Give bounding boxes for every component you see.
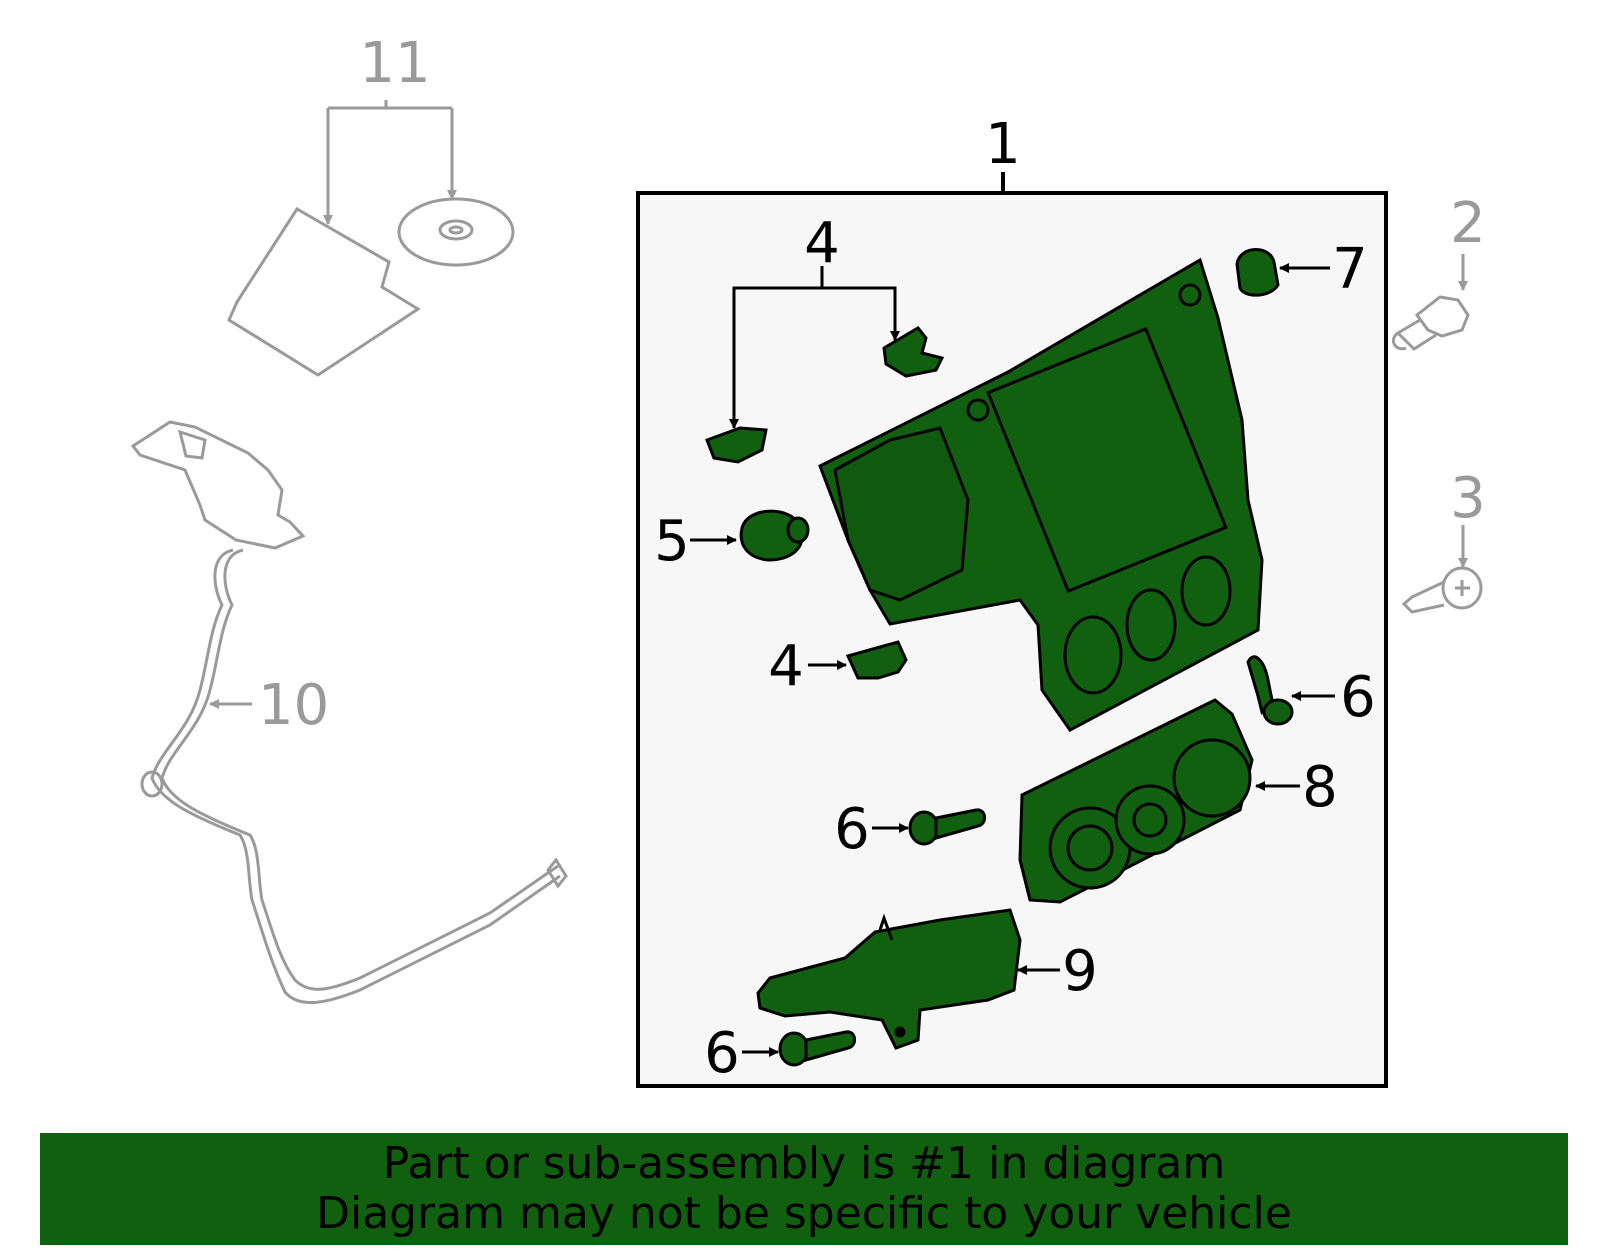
screw-6-right xyxy=(1246,655,1294,726)
callout-9: 9 xyxy=(1062,939,1098,1004)
bracket-9 xyxy=(756,908,1022,1050)
callout-7: 7 xyxy=(1332,237,1368,302)
callout-3: 3 xyxy=(1450,466,1486,531)
radio-bezel-assembly xyxy=(818,257,1264,732)
callout-4-lower: 4 xyxy=(768,634,804,699)
part-11-group xyxy=(227,100,515,377)
callout-10: 10 xyxy=(258,673,329,738)
screw-6-bottom xyxy=(778,1030,856,1067)
callout-1: 1 xyxy=(985,112,1021,177)
bolt-2 xyxy=(1392,295,1470,351)
callout-6-right: 6 xyxy=(1340,665,1376,730)
climate-control-8 xyxy=(1018,698,1254,904)
clip-4-lower xyxy=(845,640,908,680)
callout-8: 8 xyxy=(1302,755,1338,820)
callout-6-middle: 6 xyxy=(834,797,870,862)
screw-3 xyxy=(1401,566,1483,614)
banner-line-2: Diagram may not be specific to your vehi… xyxy=(316,1188,1292,1239)
info-banner: Part or sub-assembly is #1 in diagram Di… xyxy=(40,1133,1568,1245)
knob-5 xyxy=(739,509,810,562)
banner-line-1: Part or sub-assembly is #1 in diagram xyxy=(382,1138,1226,1189)
owners-manual-shape xyxy=(227,206,421,377)
callout-6-bottom: 6 xyxy=(704,1021,740,1086)
cap-7 xyxy=(1235,248,1280,297)
callout-5: 5 xyxy=(654,509,690,574)
callout-11: 11 xyxy=(359,31,430,96)
callout-4-top: 4 xyxy=(804,211,840,276)
antenna-cable xyxy=(130,420,568,1005)
callout-2: 2 xyxy=(1450,191,1486,256)
screw-6-middle xyxy=(908,808,986,846)
